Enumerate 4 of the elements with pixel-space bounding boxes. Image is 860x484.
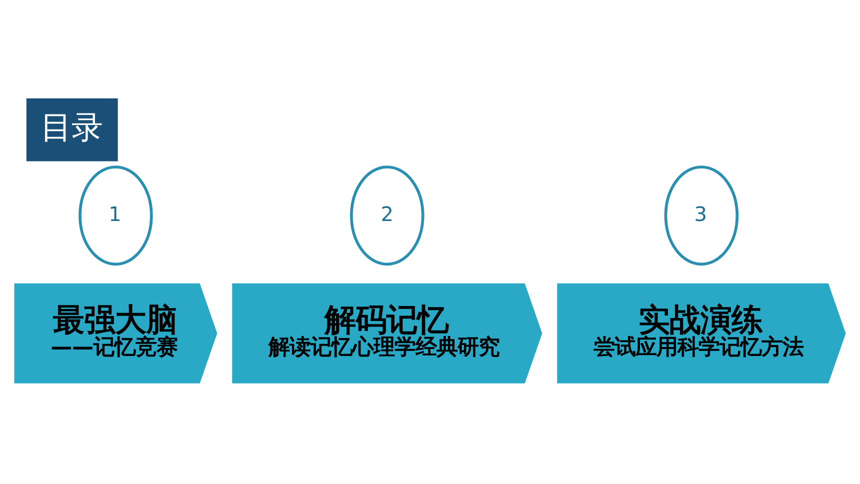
diagram-title: 目录 xyxy=(40,110,103,146)
node-ellipse: 3 xyxy=(664,166,739,266)
node-ellipse: 1 xyxy=(78,166,153,266)
node-ellipse: 2 xyxy=(350,166,424,266)
